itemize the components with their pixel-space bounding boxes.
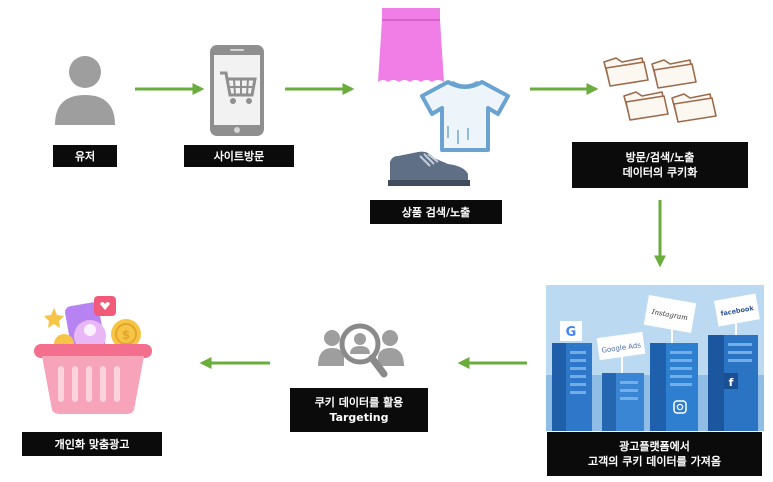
ad-platform-label: 광고플랫폼에서 고객의 쿠키 데이터를 가져옴 (547, 432, 762, 476)
ad-platform-label-line2: 고객의 쿠키 데이터를 가져옴 (588, 455, 721, 468)
skirt-icon (378, 8, 444, 82)
tshirt-icon (420, 80, 510, 152)
folders-icon (603, 57, 717, 123)
targeting-label-line1: 쿠키 데이터를 활용 (314, 396, 404, 409)
product-search-label-text: 상품 검색/노출 (401, 205, 471, 219)
user-label-text: 유저 (74, 149, 96, 163)
svg-text:G: G (566, 325, 577, 340)
targeting-label: 쿠키 데이터를 활용 Targeting (290, 388, 428, 432)
site-visit-label-text: 사이트방문 (213, 149, 265, 163)
smartphone-cart-icon (210, 45, 264, 136)
cookie-label-line1: 방문/검색/노출 (625, 151, 695, 164)
site-visit-label: 사이트방문 (184, 145, 294, 167)
cookie-label-line2: 데이터의 쿠키화 (622, 166, 698, 179)
product-search-label: 상품 검색/노출 (370, 200, 502, 224)
user-label: 유저 (53, 145, 117, 167)
svg-text:f: f (729, 376, 734, 389)
targeting-label-line2: Targeting (329, 411, 389, 424)
targeting-people-icon (318, 323, 404, 378)
ad-platform-label-line1: 광고플랫폼에서 (619, 440, 690, 453)
svg-text:$: $ (122, 328, 130, 342)
personal-ad-label: 개인화 맞춤광고 (22, 432, 162, 456)
shoe-icon (388, 151, 470, 186)
personal-ad-label-text: 개인화 맞춤광고 (54, 437, 130, 451)
user-icon (55, 56, 115, 125)
shopping-basket-icon: $ (34, 296, 152, 414)
cookie-label: 방문/검색/노출 데이터의 쿠키화 (572, 142, 748, 188)
ad-platform-buildings-illustration: G Google Ads Instagram facebook f (546, 285, 764, 431)
